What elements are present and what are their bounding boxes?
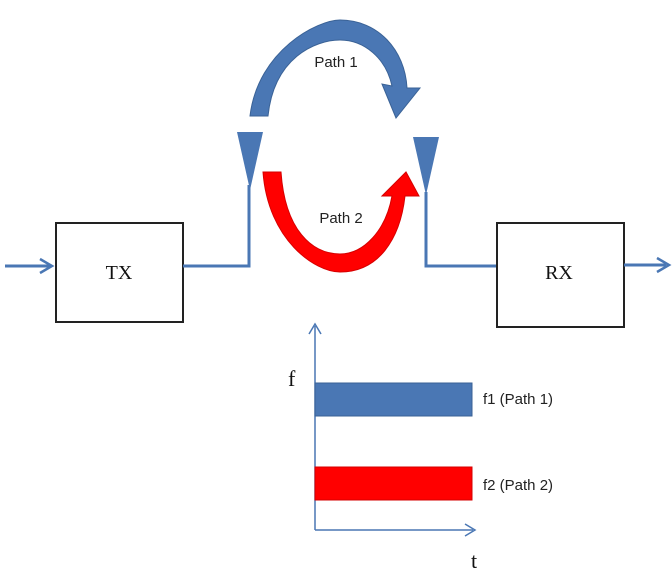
rx-feed-line xyxy=(424,192,497,268)
f1-label: f1 (Path 1) xyxy=(483,391,553,408)
x-axis-arrowhead xyxy=(464,523,477,537)
tx-label: TX xyxy=(106,262,133,284)
frequency-time-chart: f t f1 (Path 1) f2 (Path 2) xyxy=(288,322,553,573)
tx-feed-line xyxy=(183,185,251,268)
f2-label: f2 (Path 2) xyxy=(483,477,553,494)
rx-label: RX xyxy=(545,262,573,284)
output-arrow xyxy=(624,256,672,274)
f2-bar xyxy=(314,466,473,501)
path2-label: Path 2 xyxy=(319,210,362,227)
tx-antenna-icon xyxy=(237,132,263,190)
f1-bar xyxy=(314,382,473,417)
path2-arrow xyxy=(262,171,420,273)
y-axis-arrowhead xyxy=(308,322,322,335)
rx-block: RX xyxy=(496,222,625,328)
y-axis-label: f xyxy=(288,366,296,391)
rx-antenna-icon xyxy=(413,137,439,195)
path1-label: Path 1 xyxy=(314,54,357,71)
path1-arrow xyxy=(249,19,422,119)
tx-block: TX xyxy=(55,222,184,323)
input-arrow xyxy=(5,257,55,275)
x-axis-label: t xyxy=(471,548,477,573)
